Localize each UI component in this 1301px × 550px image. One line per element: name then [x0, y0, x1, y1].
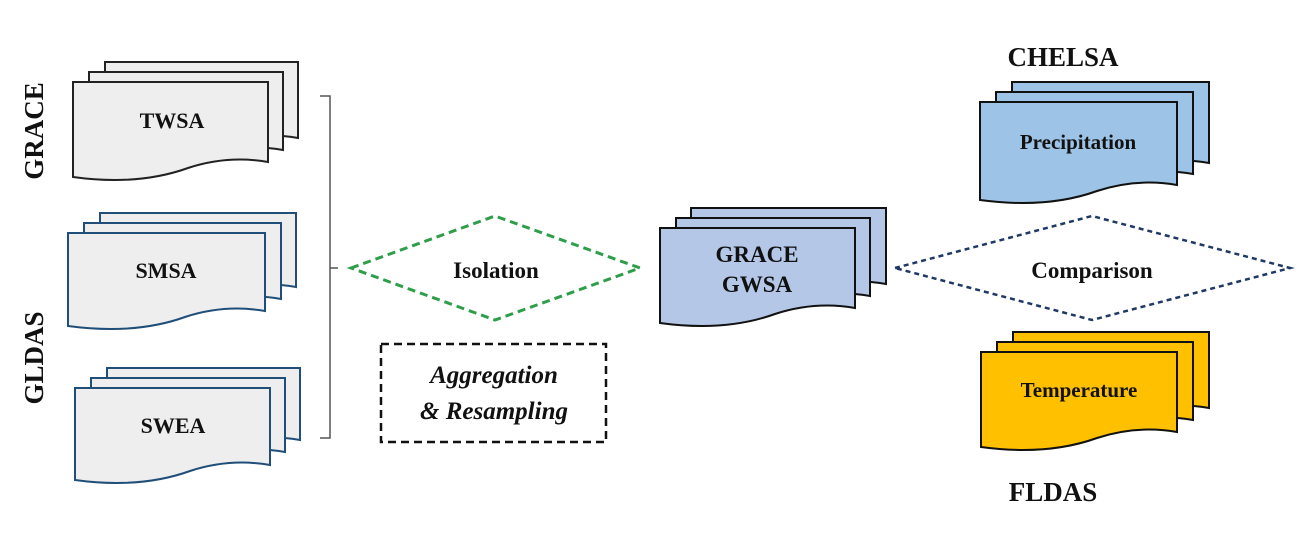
isolation-label: Isolation — [453, 258, 539, 283]
gwsa-doc-front — [659, 227, 856, 327]
aggregation-label-line1: Aggregation — [428, 362, 558, 389]
inputs-bracket — [320, 95, 338, 439]
precipitation-label: Precipitation — [1020, 130, 1137, 154]
aggregation-resampling-box: Aggregation & Resampling — [379, 342, 608, 444]
aggregation-box-border — [379, 342, 608, 444]
temperature-label: Temperature — [1021, 378, 1138, 402]
twsa-doc-front — [72, 81, 269, 181]
comparison-step: Comparison — [890, 214, 1295, 322]
swea-label: SWEA — [141, 413, 206, 438]
comparison-diamond — [890, 214, 1295, 322]
swea-document-stack: SWEA — [74, 367, 301, 484]
grace-side-label: GRACE — [19, 82, 49, 180]
precipitation-document-stack: Precipitation — [979, 81, 1210, 204]
smsa-label: SMSA — [135, 258, 196, 283]
temperature-document-stack: Temperature — [980, 331, 1210, 451]
isolation-diamond — [346, 214, 645, 322]
precip-doc-front — [979, 101, 1178, 204]
swea-doc-front — [74, 387, 271, 484]
smsa-doc-front — [67, 232, 266, 330]
twsa-label: TWSA — [140, 108, 205, 133]
temp-doc-front — [980, 351, 1178, 451]
isolation-step: Isolation — [346, 214, 645, 322]
gldas-side-label: GLDAS — [19, 311, 49, 404]
comparison-label: Comparison — [1031, 258, 1153, 283]
gwsa-label-line1: GRACE — [715, 242, 798, 267]
aggregation-label-line2: & Resampling — [420, 398, 568, 425]
grace-gwsa-document-stack: GRACE GWSA — [659, 207, 887, 327]
smsa-document-stack: SMSA — [67, 212, 297, 330]
fldas-label: FLDAS — [1009, 477, 1098, 507]
chelsa-label: CHELSA — [1007, 42, 1119, 72]
gwsa-label-line2: GWSA — [722, 272, 793, 297]
twsa-document-stack: TWSA — [72, 61, 299, 181]
